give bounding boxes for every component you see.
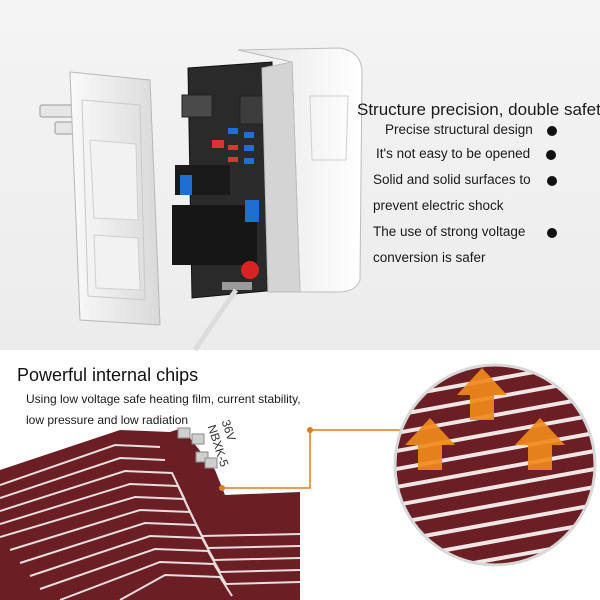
back-shell (237, 47, 363, 293)
power-cable (192, 288, 239, 352)
heat-arrows (405, 368, 565, 470)
bullet-dot (546, 150, 556, 160)
feature-text: Solid and solid surfaces to (373, 172, 531, 187)
feature-text: prevent electric shock (373, 198, 504, 213)
front-shell (69, 71, 161, 326)
feature-text: It's not easy to be opened (376, 146, 531, 161)
section-title-chips: Powerful internal chips (17, 365, 199, 385)
magnified-film (395, 365, 595, 565)
feature-text: conversion is safer (373, 250, 486, 265)
feature-text: Precise structural design (385, 122, 533, 137)
bullet-dot (547, 176, 557, 186)
chips-description: low pressure and low radiation (26, 413, 189, 427)
bullet-dot (547, 126, 557, 136)
bullet-dot (547, 228, 557, 238)
feature-text: The use of strong voltage (373, 224, 526, 239)
zoom-callout (219, 427, 405, 491)
circuit-board (172, 61, 277, 299)
section-title-structure: Structure precision, double safety (357, 100, 600, 119)
heating-film (0, 427, 301, 600)
chips-description: Using low voltage safe heating film, cur… (26, 392, 301, 406)
